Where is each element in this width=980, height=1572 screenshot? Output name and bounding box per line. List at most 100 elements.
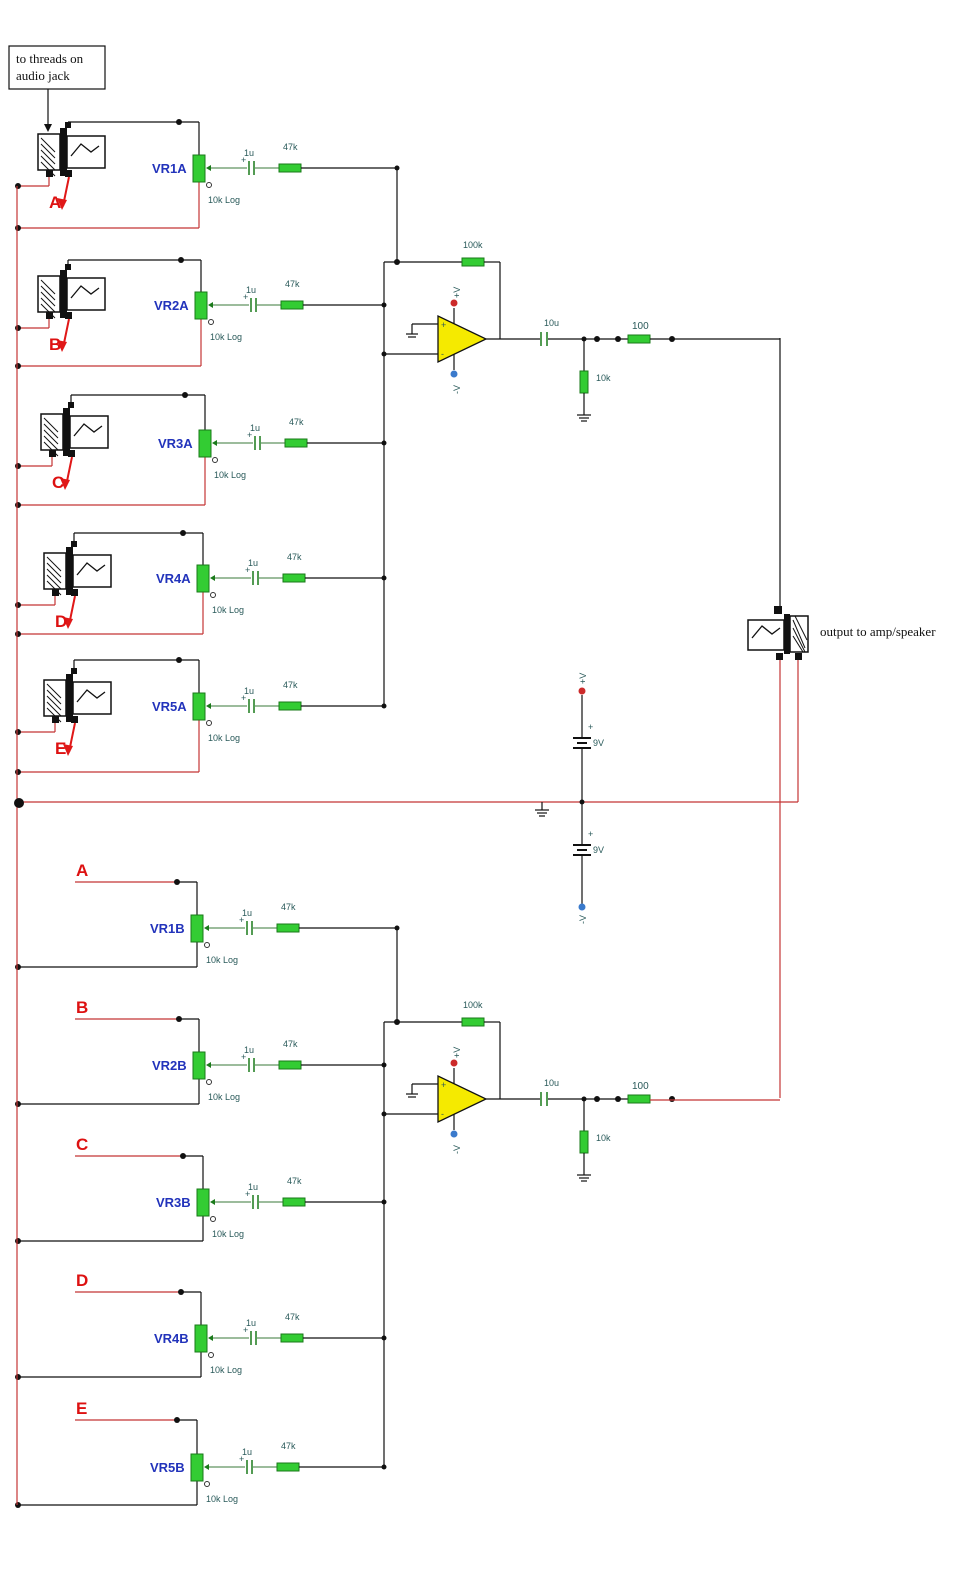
output-jack: output to amp/speaker xyxy=(747,606,936,660)
series-resistor-label: 47k xyxy=(285,1312,300,1322)
supply-neg-label: -V xyxy=(578,915,588,924)
pot-vr2a[interactable]: VR2A 10k Log xyxy=(154,291,242,342)
series-resistor-label: 47k xyxy=(285,279,300,289)
pot-vr3a[interactable]: VR3A 10k Log xyxy=(158,429,246,480)
series-resistor-label: 47k xyxy=(281,1441,296,1451)
pot-label: VR2A xyxy=(154,298,189,313)
input-cap-label: 1u xyxy=(246,1318,256,1328)
channel-letter: A xyxy=(76,861,88,880)
pot-label: VR2B xyxy=(152,1058,187,1073)
pot-vr5b[interactable]: VR5B 10k Log xyxy=(150,1453,238,1504)
annotation-callout: to threads on audio jack xyxy=(8,45,106,132)
input-cap-label: 1u xyxy=(244,1045,254,1055)
channel-letter: D xyxy=(76,1271,88,1290)
svg-text:+: + xyxy=(245,565,250,575)
input-cap-label: 1u xyxy=(248,1182,258,1192)
channel-letter: E xyxy=(76,1399,87,1418)
annotation-text: to threads on audio jack xyxy=(16,51,86,83)
output-label: output to amp/speaker xyxy=(820,624,936,639)
series-resistor-label: 47k xyxy=(283,680,298,690)
series-resistor-label: 47k xyxy=(283,142,298,152)
channel-letter: B xyxy=(49,335,61,354)
pot-taper-label: 10k Log xyxy=(212,605,244,615)
channel-letter: D xyxy=(55,612,67,631)
pot-label: VR3A xyxy=(158,436,193,451)
svg-text:+: + xyxy=(241,1052,246,1062)
svg-text:+: + xyxy=(441,1080,446,1090)
svg-text:+: + xyxy=(247,430,252,440)
svg-text:-V: -V xyxy=(452,385,462,394)
input-cap-label: 1u xyxy=(242,1447,252,1457)
pot-vr4b[interactable]: VR4B 10k Log xyxy=(154,1324,242,1375)
input-cap-label: 1u xyxy=(248,558,258,568)
svg-text:+V: +V xyxy=(452,1047,462,1058)
svg-text:+: + xyxy=(441,320,446,330)
svg-text:-V: -V xyxy=(452,1145,462,1154)
channel-letter: C xyxy=(52,473,64,492)
pot-vr2b[interactable]: VR2B 10k Log xyxy=(152,1051,240,1102)
annotation-line-1: to threads on xyxy=(16,51,84,66)
svg-text:+: + xyxy=(241,155,246,165)
battery-voltage-label: 9V xyxy=(593,738,604,748)
pot-taper-label: 10k Log xyxy=(208,195,240,205)
dual-9v-supply: +V+9V+9V-V xyxy=(535,673,604,924)
summing-stage-a: 100k + - +V -V 10u 100 10k xyxy=(381,240,780,422)
pulldown-resistor-label: 10k xyxy=(596,1133,611,1143)
pot-vr5a[interactable]: VR5A 10k Log xyxy=(152,692,240,743)
svg-text:+V: +V xyxy=(452,287,462,298)
pot-taper-label: 10k Log xyxy=(210,332,242,342)
pot-label: VR1B xyxy=(150,921,185,936)
pot-label: VR1A xyxy=(152,161,187,176)
svg-text:+: + xyxy=(243,292,248,302)
pot-taper-label: 10k Log xyxy=(206,1494,238,1504)
input-cap-label: 1u xyxy=(250,423,260,433)
pot-taper-label: 10k Log xyxy=(212,1229,244,1239)
pot-vr1a[interactable]: VR1A 10k Log xyxy=(152,154,240,205)
channel-b-1: A VR1B 10k Log +1u 47k xyxy=(15,861,400,970)
series-resistor-label: 47k xyxy=(287,552,302,562)
series-resistor-label: 47k xyxy=(281,902,296,912)
pot-vr3b[interactable]: VR3B 10k Log xyxy=(156,1188,244,1239)
svg-text:+: + xyxy=(239,1454,244,1464)
feedback-resistor-label: 100k xyxy=(463,1000,483,1010)
pot-label: VR3B xyxy=(156,1195,191,1210)
svg-text:-: - xyxy=(441,349,444,359)
pot-taper-label: 10k Log xyxy=(210,1365,242,1375)
pot-vr1b[interactable]: VR1B 10k Log xyxy=(150,914,238,965)
input-cap-label: 1u xyxy=(246,285,256,295)
input-cap-label: 1u xyxy=(244,148,254,158)
annotation-line-2: audio jack xyxy=(16,68,70,83)
svg-text:+: + xyxy=(239,915,244,925)
channel-letter: C xyxy=(76,1135,88,1154)
pot-taper-label: 10k Log xyxy=(206,955,238,965)
pot-taper-label: 10k Log xyxy=(208,1092,240,1102)
pot-taper-label: 10k Log xyxy=(208,733,240,743)
output-cap-label: 10u xyxy=(544,1078,559,1088)
svg-text:-: - xyxy=(441,1109,444,1119)
channel-a-2: B VR2A 10k Log +1u 47k xyxy=(15,257,387,369)
pot-label: VR4B xyxy=(154,1331,189,1346)
input-cap-label: 1u xyxy=(242,908,252,918)
input-cap-label: 1u xyxy=(244,686,254,696)
pot-label: VR5B xyxy=(150,1460,185,1475)
pot-taper-label: 10k Log xyxy=(214,470,246,480)
channel-b-5: E VR5B 10k Log +1u 47k xyxy=(15,1399,387,1508)
supply-pos-label: +V xyxy=(578,673,588,684)
svg-text:+: + xyxy=(588,722,593,732)
opamp xyxy=(437,1074,488,1124)
battery-voltage-label: 9V xyxy=(593,845,604,855)
pulldown-resistor-label: 10k xyxy=(596,373,611,383)
feedback-resistor-label: 100k xyxy=(463,240,483,250)
svg-text:+: + xyxy=(241,693,246,703)
output-resistor-label: 100 xyxy=(632,321,649,332)
output-cap-label: 10u xyxy=(544,318,559,328)
pot-label: VR5A xyxy=(152,699,187,714)
